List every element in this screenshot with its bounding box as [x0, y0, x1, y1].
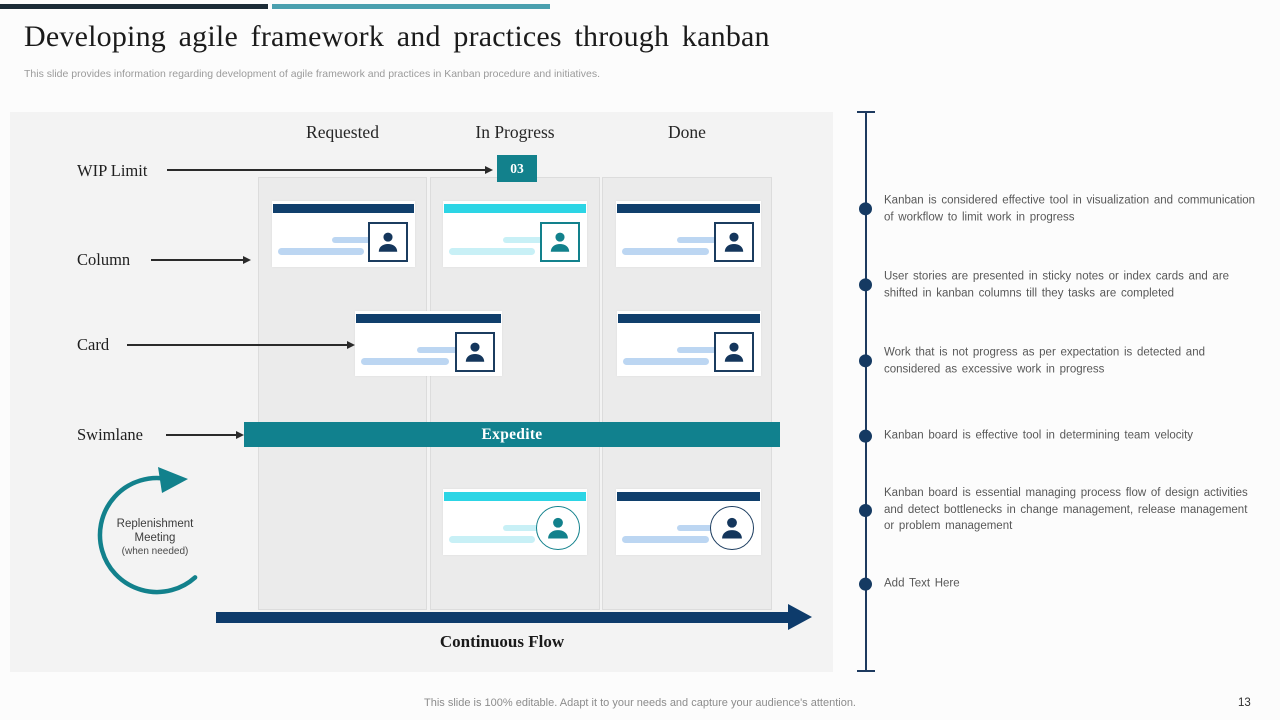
wip-limit-badge: 03 [497, 155, 537, 182]
kanban-card [443, 489, 587, 555]
column-header-in-progress: In Progress [475, 122, 555, 142]
user-avatar-icon [714, 222, 754, 262]
card-text-line [622, 248, 709, 255]
footer-note: This slide is 100% editable. Adapt it to… [424, 697, 856, 709]
note-item: Work that is not progress as per expecta… [859, 344, 1257, 377]
card-accent-bar [617, 492, 760, 501]
column-header-done: Done [668, 122, 706, 142]
kanban-card [355, 311, 502, 376]
timeline-cap-bottom [857, 670, 875, 672]
page-title: Developing agile framework and practices… [24, 20, 770, 53]
bullet-dot-icon [859, 429, 872, 443]
card-text-line [278, 248, 364, 255]
user-avatar-icon [540, 222, 580, 262]
bullet-dot-icon [859, 354, 872, 368]
bullet-dot-icon [859, 577, 872, 591]
user-avatar-icon [368, 222, 408, 262]
continuous-flow-label: Continuous Flow [439, 632, 565, 651]
card-accent-bar [444, 204, 586, 213]
replenishment-line1: Replenishment [116, 518, 194, 530]
card-text-line [416, 347, 467, 353]
swimlane-arrow [166, 434, 236, 436]
card-text-line [676, 525, 727, 531]
card-text-line [676, 237, 727, 243]
card-text-line [677, 347, 727, 353]
bullet-dot-icon [859, 278, 872, 292]
accent-bar-teal [272, 4, 550, 9]
timeline-cap-top [857, 111, 875, 113]
user-avatar-icon [710, 506, 754, 550]
replenishment-meeting-label: Replenishment Meeting (when needed) [93, 518, 217, 558]
bullet-dot-icon [859, 503, 872, 517]
column-arrow [151, 259, 243, 261]
expedite-swimlane: Expedite [244, 422, 780, 447]
kanban-card [443, 201, 587, 267]
card-text-line [623, 358, 710, 365]
page-number: 13 [1238, 697, 1251, 709]
card-accent-bar [617, 204, 760, 213]
note-text: Kanban board is effective tool in determ… [884, 429, 1194, 442]
card-text-line [449, 536, 536, 543]
kanban-card [616, 489, 761, 555]
card-accent-bar [356, 314, 501, 323]
note-text: Kanban board is essential managing proce… [884, 486, 1248, 533]
page-subtitle: This slide provides information regardin… [24, 68, 601, 80]
note-item-add-text[interactable]: Add Text Here [859, 576, 1257, 593]
note-item: Kanban board is essential managing proce… [859, 485, 1257, 535]
note-text: User stories are presented in sticky not… [884, 270, 1230, 299]
kanban-card [617, 311, 761, 376]
wip-limit-arrow [167, 169, 485, 171]
user-avatar-icon [714, 332, 754, 372]
note-text: Kanban is considered effective tool in v… [884, 194, 1256, 223]
note-text: Work that is not progress as per expecta… [884, 346, 1205, 375]
note-item: User stories are presented in sticky not… [859, 268, 1257, 301]
column-label: Column [77, 250, 131, 269]
continuous-flow-arrow [216, 612, 788, 623]
card-text-line [503, 237, 553, 243]
kanban-card [272, 201, 415, 267]
card-label: Card [77, 335, 110, 354]
user-avatar-icon [455, 332, 495, 372]
card-text-line [449, 248, 536, 255]
swimlane-label: Swimlane [77, 425, 143, 444]
replenishment-loop-icon [97, 467, 198, 595]
bullet-dot-icon [859, 202, 872, 216]
wip-limit-label: WIP Limit [77, 161, 148, 180]
column-header-requested: Requested [306, 122, 379, 142]
replenishment-line3: (when needed) [121, 545, 189, 557]
notes-timeline [865, 112, 867, 671]
card-accent-bar [444, 492, 586, 501]
note-item: Kanban is considered effective tool in v… [859, 192, 1257, 225]
card-accent-bar [618, 314, 760, 323]
kanban-card [616, 201, 761, 267]
card-text-line [503, 525, 553, 531]
card-arrow [127, 344, 347, 346]
card-text-line [332, 237, 381, 243]
card-text-line [622, 536, 709, 543]
card-text-line [361, 358, 450, 365]
continuous-flow-arrowhead [788, 604, 812, 630]
card-accent-bar [273, 204, 414, 213]
note-item: Kanban board is effective tool in determ… [859, 428, 1257, 445]
note-text-placeholder[interactable]: Add Text Here [884, 577, 960, 590]
replenishment-line2: Meeting [134, 531, 176, 544]
accent-bar-dark [0, 4, 268, 9]
user-avatar-icon [536, 506, 580, 550]
